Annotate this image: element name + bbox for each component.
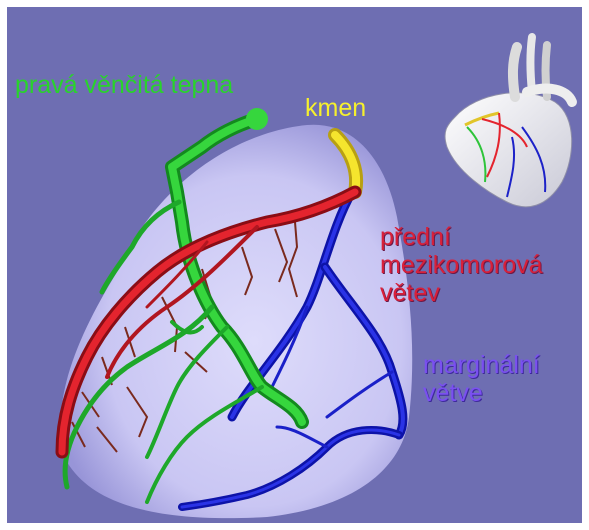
diagram-panel: pravá věnčitá tepna kmen přední mezikomo… [7, 7, 582, 523]
label-anterior-line-3: větev [380, 279, 543, 307]
label-anterior-line-2: mezikomorová [380, 251, 543, 279]
label-anterior-branch: přední mezikomorová větev [380, 223, 543, 307]
label-right-coronary: pravá věnčitá tepna [15, 71, 233, 99]
label-marginal-branches: marginální větve [423, 351, 540, 407]
label-anterior-line-1: přední [380, 223, 543, 251]
label-trunk: kmen [305, 94, 366, 122]
label-marginal-line-2: větve [423, 379, 540, 407]
label-marginal-line-1: marginální [423, 351, 540, 379]
